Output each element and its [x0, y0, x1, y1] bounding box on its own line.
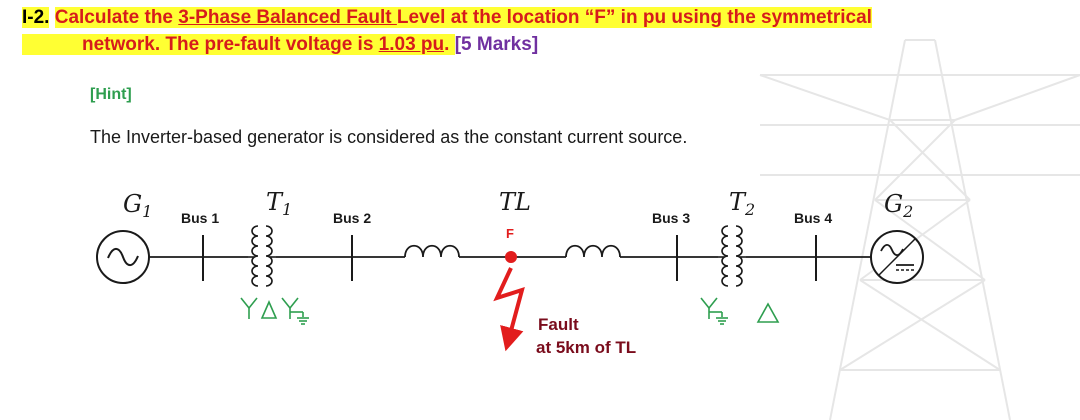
g2-label: G2	[884, 190, 913, 221]
fault-point-label: F	[506, 226, 514, 241]
question-text-1: Calculate the	[54, 7, 179, 28]
question-text-4: .	[444, 34, 455, 55]
question-emphasis-voltage: 1.03 pu	[378, 34, 445, 55]
question-text-3: network. The pre-fault voltage is	[22, 34, 379, 55]
bus-4-label: Bus 4	[794, 210, 832, 226]
t2-label: T2	[729, 188, 755, 219]
g1-label: G1	[123, 190, 152, 221]
hint-label: [Hint]	[90, 86, 132, 103]
t1-winding-connection-icon	[240, 297, 309, 325]
question-line-1: I-2. Calculate the 3-Phase Balanced Faul…	[22, 6, 872, 30]
bus-3-label: Bus 3	[652, 210, 690, 226]
hint-text: The Inverter-based generator is consider…	[90, 127, 688, 147]
bus-2-label: Bus 2	[333, 210, 371, 226]
question-marks: [5 Marks]	[454, 34, 539, 55]
fault-caption-line-1: Fault	[538, 315, 579, 334]
question-number: I-2.	[22, 7, 50, 28]
fault-lightning-icon	[493, 267, 525, 352]
tl-label: TL	[499, 188, 531, 216]
bus-1-label: Bus 1	[181, 210, 219, 226]
transformer-t2-icon	[718, 225, 746, 287]
question-text-2: Level at the location “F” in pu using th…	[396, 7, 872, 28]
transformer-t1-icon	[248, 225, 276, 287]
inverter-generator-g2-icon	[870, 230, 924, 284]
generator-g1-icon	[96, 230, 150, 284]
tl-inductor-right-icon	[565, 244, 621, 258]
fault-caption-line-2: at 5km of TL	[536, 338, 636, 357]
question-line-2: network. The pre-fault voltage is 1.03 p…	[22, 33, 538, 57]
tl-inductor-left-icon	[404, 244, 460, 258]
t2-winding-connection-icon	[700, 297, 780, 325]
question-emphasis-fault: 3-Phase Balanced Fault	[178, 7, 397, 28]
fault-point-marker	[505, 251, 517, 263]
t1-label: T1	[266, 188, 292, 219]
